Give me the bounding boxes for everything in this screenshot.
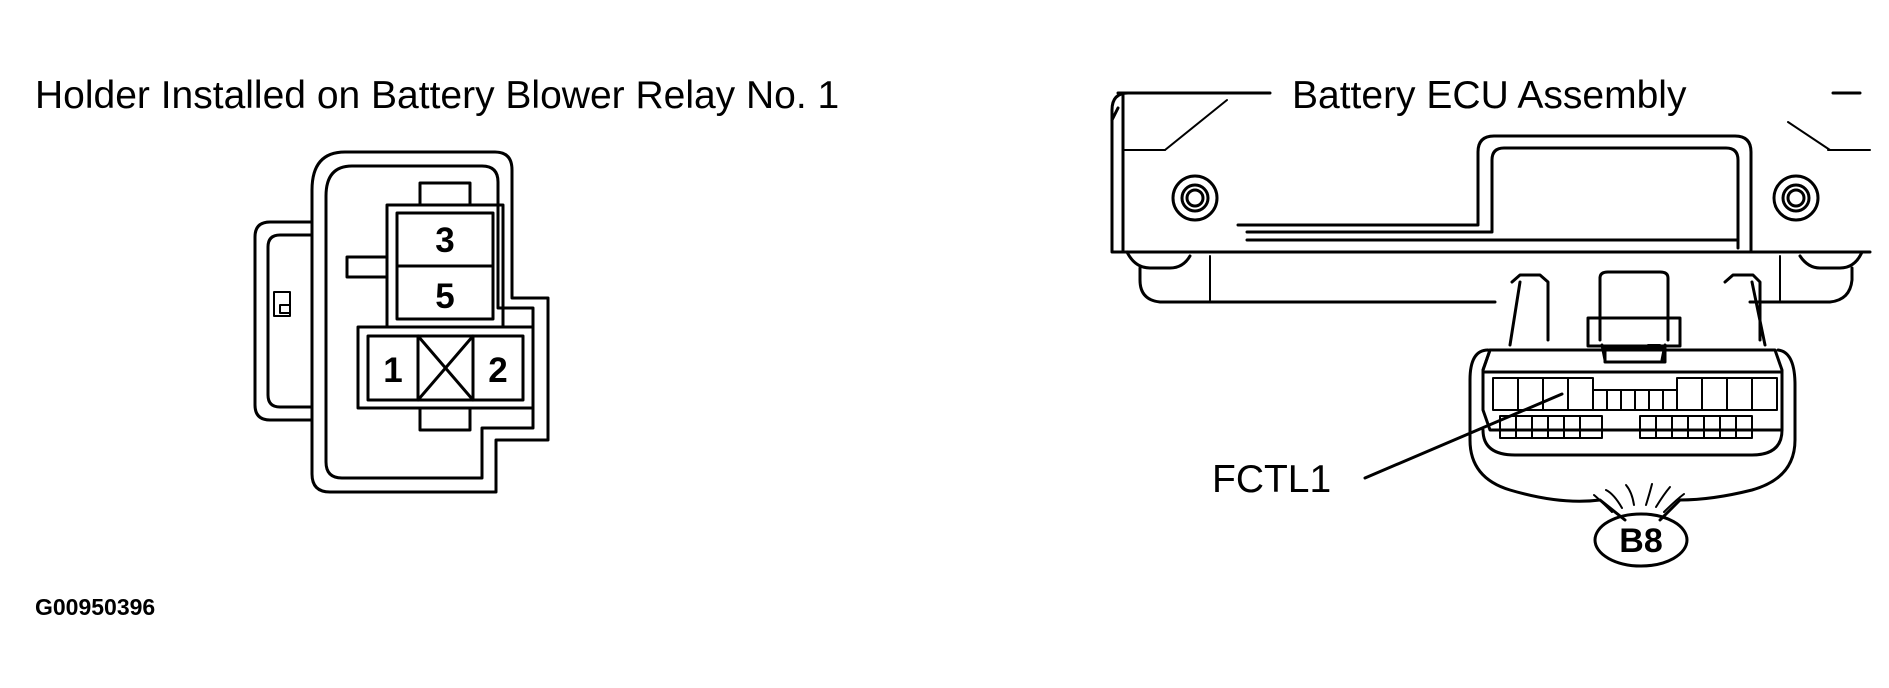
terminal-label-fctl1: FCTL1	[1212, 458, 1331, 501]
pin-5: 5	[435, 277, 454, 316]
pin-3: 3	[435, 221, 454, 260]
ecu-title: Battery ECU Assembly	[1292, 74, 1687, 117]
pin-2: 2	[488, 351, 507, 390]
holder-title: Holder Installed on Battery Blower Relay…	[35, 74, 839, 117]
relay-holder-drawing: 3 5 1 2	[253, 150, 550, 494]
connector-code-b8: B8	[1619, 522, 1662, 560]
figure-code: G00950396	[35, 594, 155, 620]
ecu-assembly-drawing: B8	[1110, 91, 1872, 568]
pin-1: 1	[383, 351, 402, 390]
